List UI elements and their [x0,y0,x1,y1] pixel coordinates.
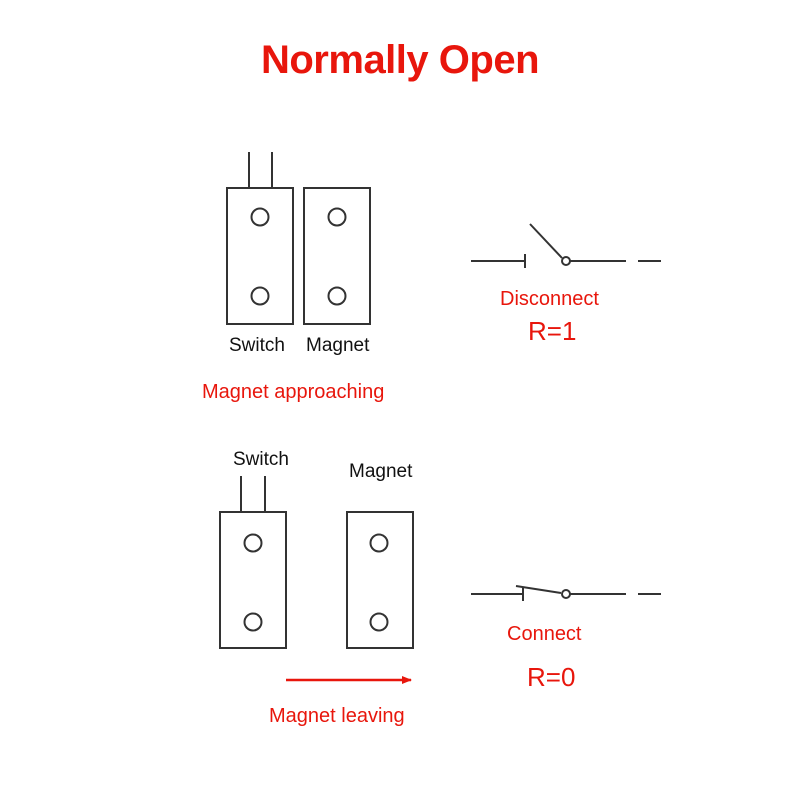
top-switch-blade-open [529,223,563,259]
top-magnet-label: Magnet [306,335,370,356]
top-switch-body [226,152,294,325]
bottom-magnet-label: Magnet [349,461,413,482]
top-magnet-rect [303,187,371,325]
bottom-magnet-hole-upper [369,533,389,553]
page-title: Normally Open [260,38,540,82]
bottom-switch-hole-upper [243,533,263,553]
bottom-switch-rect [219,511,287,649]
bottom-switch-hole-lower [243,612,263,632]
top-magnet-body [303,187,371,325]
bottom-state-label: Connect [507,623,582,645]
top-resistance-label: R=1 [528,316,577,346]
bottom-switch-body [219,476,287,649]
bottom-closed-switch-symbol [471,585,661,601]
top-caption: Magnet approaching [202,381,385,403]
bottom-switch-blade-closed [515,585,562,594]
top-magnet-hole-lower [327,286,347,306]
top-state-label: Disconnect [500,288,599,310]
top-switch-label: Switch [229,335,285,356]
bottom-switch-label: Switch [233,449,289,470]
top-magnet-hole-upper [327,207,347,227]
top-open-switch-symbol [471,223,661,268]
bottom-caption: Magnet leaving [269,705,405,727]
bottom-magnet-body [346,511,414,649]
bottom-magnet-hole-lower [369,612,389,632]
top-switch-hole-lower [250,286,270,306]
top-switch-rect [226,187,294,325]
top-switch-hole-upper [250,207,270,227]
top-pivot-circle [561,256,571,266]
bottom-resistance-label: R=0 [527,662,576,692]
bottom-pivot-circle [561,589,571,599]
bottom-magnet-rect [346,511,414,649]
